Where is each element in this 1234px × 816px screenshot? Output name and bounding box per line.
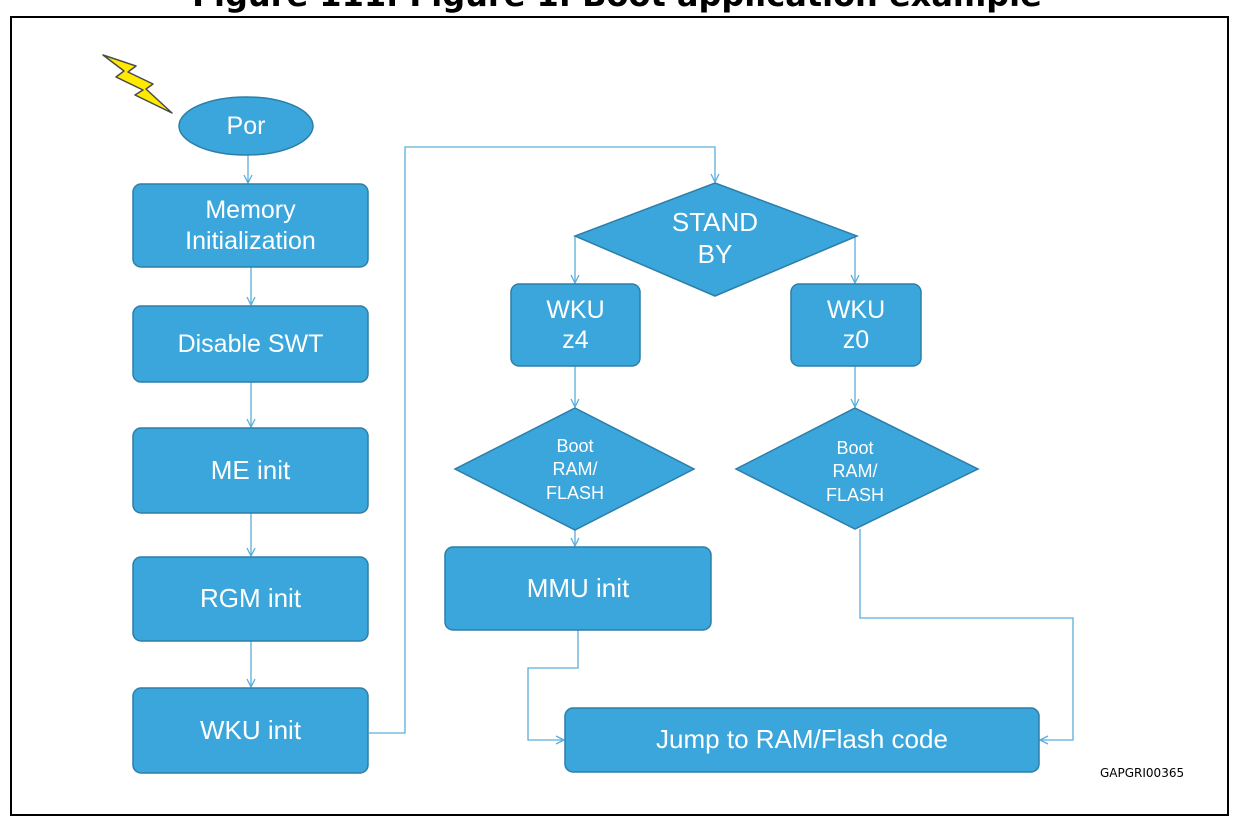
boot-right-label: Boot RAM/ FLASH xyxy=(825,437,885,505)
rgm-init-box xyxy=(132,556,369,642)
wku-init-box xyxy=(132,687,369,774)
wku-z0-label: WKU z0 xyxy=(826,295,886,355)
standby-decision xyxy=(572,182,860,297)
disable-swt-box xyxy=(132,305,369,383)
me-init-label: ME init xyxy=(210,454,291,485)
lightning-bolt-icon xyxy=(102,54,173,114)
boot-left-label: Boot RAM/ FLASH xyxy=(545,435,605,503)
por-node xyxy=(178,96,314,156)
boot-right-decision xyxy=(734,407,980,530)
jump-box xyxy=(564,707,1040,773)
mmu-init-box xyxy=(444,546,712,631)
memory-init-label: Memory Initialization xyxy=(185,196,316,255)
jump-label: Jump to RAM/Flash code xyxy=(656,724,948,755)
reference-code: GAPGRI00365 xyxy=(1100,766,1185,780)
wku-z4-label: WKU z4 xyxy=(546,295,605,355)
connector-wku-standby xyxy=(369,146,715,734)
connector-bootright-jump xyxy=(859,529,1074,740)
standby-label: STAND BY xyxy=(671,206,759,270)
mmu-init-label: MMU init xyxy=(526,572,630,603)
disable-swt-label: Disable SWT xyxy=(177,329,324,358)
me-init-box xyxy=(132,427,369,514)
memory-init-box xyxy=(132,183,369,268)
por-label: Por xyxy=(226,111,266,140)
figure-title: Figure 111. Figure 1. Boot application e… xyxy=(0,0,1234,14)
connector-mmu-jump xyxy=(527,630,579,740)
wku-z4-box xyxy=(510,283,641,367)
rgm-init-label: RGM init xyxy=(199,583,302,614)
wku-z0-box xyxy=(790,283,922,367)
boot-left-decision xyxy=(453,407,696,531)
wku-init-label: WKU init xyxy=(199,714,302,745)
